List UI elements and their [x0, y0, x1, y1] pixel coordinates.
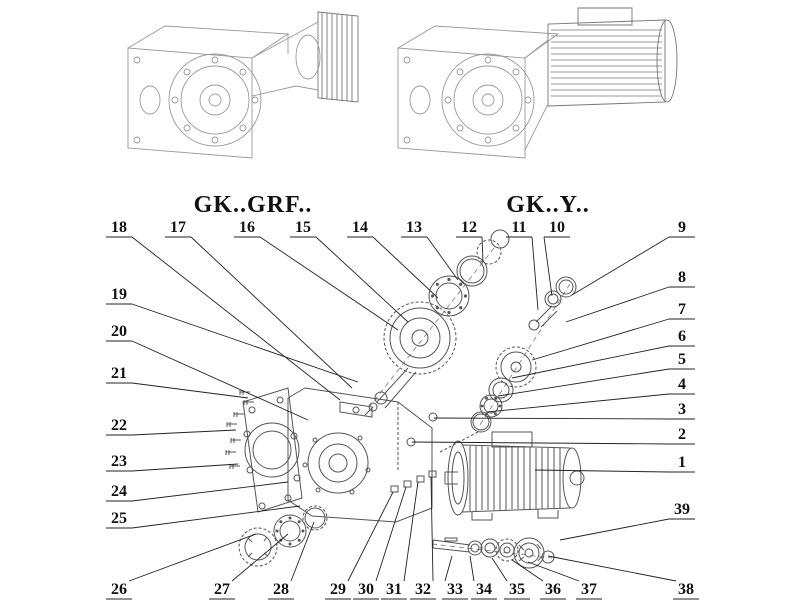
leader-line-14	[372, 236, 439, 299]
leader-line-1	[534, 469, 670, 473]
part-number-37: 37	[581, 581, 597, 598]
leader-line-36	[511, 559, 544, 582]
part-number-30: 30	[358, 581, 374, 598]
screw-set	[225, 390, 254, 469]
leader-line-17	[190, 236, 353, 389]
leader-line-7	[531, 318, 670, 361]
part-number-3: 3	[678, 401, 686, 418]
part-number-11: 11	[511, 219, 526, 236]
part-number-6: 6	[678, 328, 686, 345]
leader-line-10	[543, 236, 553, 297]
part-number-9: 9	[678, 219, 686, 236]
leader-line-24	[131, 481, 289, 502]
leader-line-25	[131, 505, 301, 529]
leader-line-22	[131, 429, 237, 436]
input-gear-stack	[364, 229, 510, 416]
leader-line-11	[531, 236, 539, 311]
part-number-24: 24	[111, 483, 127, 500]
model-label-y: GK..Y..	[506, 192, 590, 218]
leader-line-28	[290, 521, 315, 582]
part-number-2: 2	[678, 426, 686, 443]
electric-motor	[439, 431, 585, 521]
part-number-1: 1	[678, 454, 686, 471]
leader-line-15	[315, 236, 409, 323]
output-shaft-assembly	[432, 537, 555, 569]
part-number-36: 36	[545, 581, 561, 598]
input-flange	[242, 387, 303, 513]
part-number-16: 16	[239, 219, 255, 236]
part-number-38: 38	[678, 581, 694, 598]
part-number-18: 18	[111, 219, 127, 236]
leader-line-13	[426, 236, 459, 281]
part-number-10: 10	[549, 219, 565, 236]
part-number-31: 31	[386, 581, 402, 598]
leader-line-19	[131, 303, 359, 383]
leader-line-20	[131, 340, 309, 421]
leader-line-39	[559, 518, 670, 541]
gear-housing	[287, 387, 438, 523]
leader-line-18	[131, 236, 341, 401]
part-number-13: 13	[406, 219, 422, 236]
leader-line-35	[491, 557, 508, 582]
lower-bearing-set	[238, 505, 328, 567]
leader-line-21	[131, 382, 249, 399]
leader-line-6	[511, 345, 670, 379]
leader-line-29	[347, 491, 394, 582]
part-number-17: 17	[170, 219, 186, 236]
part-number-35: 35	[509, 581, 525, 598]
pinion-stack	[470, 276, 577, 433]
leader-line-3	[433, 417, 670, 420]
part-number-25: 25	[111, 510, 127, 527]
leader-line-16	[259, 236, 399, 331]
part-number-5: 5	[678, 351, 686, 368]
leader-line-2	[411, 441, 670, 445]
leader-line-5	[497, 368, 670, 397]
leader-line-4	[486, 393, 670, 413]
part-number-20: 20	[111, 323, 127, 340]
leader-line-37	[527, 561, 580, 582]
part-number-23: 23	[111, 453, 127, 470]
part-number-21: 21	[111, 365, 127, 382]
part-number-12: 12	[461, 219, 477, 236]
part-number-4: 4	[678, 376, 686, 393]
leader-line-12	[481, 236, 484, 263]
gearbox-illustration-y	[397, 7, 678, 159]
leader-line-38	[547, 555, 677, 582]
leader-line-31	[403, 481, 419, 582]
leader-line-9	[571, 236, 670, 296]
part-number-29: 29	[330, 581, 346, 598]
part-number-7: 7	[678, 301, 686, 318]
exploded-view	[225, 229, 585, 569]
leader-line-33	[444, 555, 453, 582]
part-number-32: 32	[415, 581, 431, 598]
leader-line-8	[565, 286, 670, 323]
leader-line-34	[469, 555, 475, 582]
leader-line-30	[375, 486, 407, 582]
part-number-15: 15	[295, 219, 311, 236]
leader-line-32	[430, 476, 434, 582]
part-number-14: 14	[352, 219, 368, 236]
leader-line-27	[231, 533, 289, 582]
part-number-33: 33	[447, 581, 463, 598]
plug-set	[390, 470, 437, 493]
leader-line-23	[131, 463, 239, 472]
part-number-34: 34	[476, 581, 492, 598]
part-number-28: 28	[273, 581, 289, 598]
part-number-27: 27	[214, 581, 230, 598]
part-number-8: 8	[678, 269, 686, 286]
gearbox-illustration-grf	[127, 11, 359, 159]
leader-line-26	[128, 533, 257, 582]
part-number-39: 39	[674, 501, 690, 518]
part-number-26: 26	[111, 581, 127, 598]
model-label-grf: GK..GRF..	[193, 192, 313, 218]
part-number-22: 22	[111, 417, 127, 434]
part-number-19: 19	[111, 286, 127, 303]
